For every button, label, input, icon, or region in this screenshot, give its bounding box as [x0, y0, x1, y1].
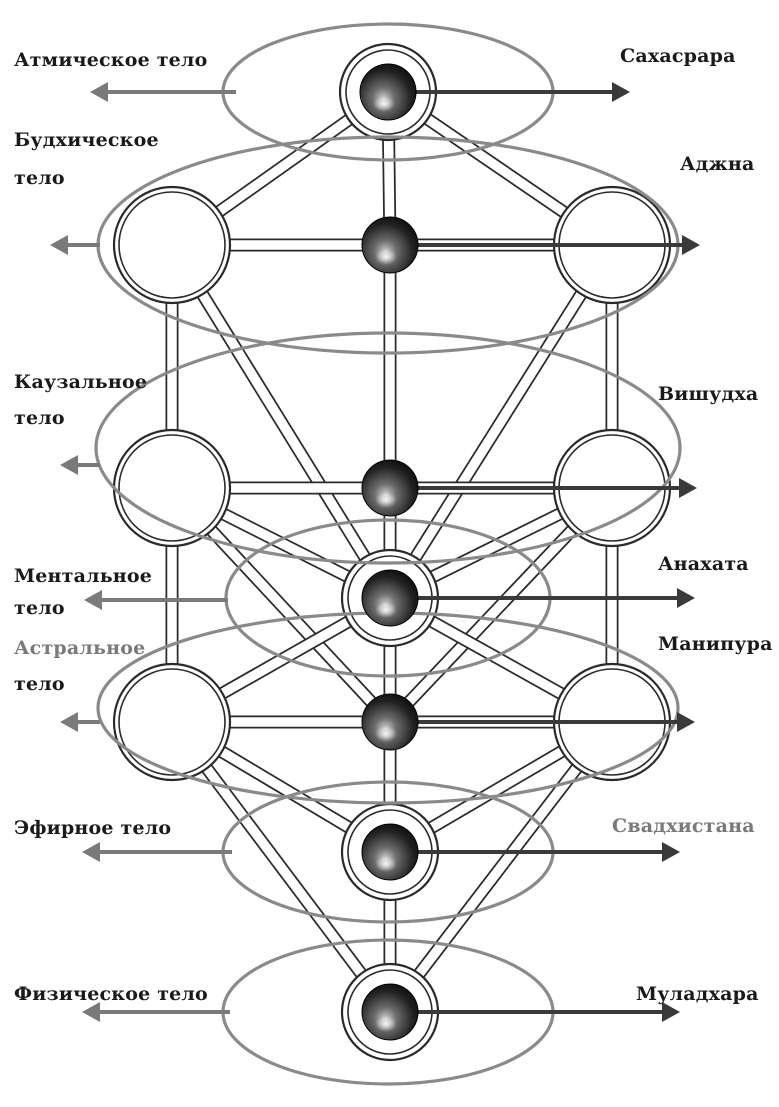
sphere-highlight-vishuddha — [375, 492, 397, 508]
chakra-label-vishuddha: Вишудха — [658, 383, 758, 405]
arrow-ajna-head — [682, 235, 700, 255]
sphere-anahata — [362, 570, 418, 626]
sphere-highlight-muladhara — [375, 1016, 397, 1032]
body-label-astral-1: Астральное — [14, 637, 145, 659]
sphere-svadhisthana — [362, 824, 418, 880]
arrow-buddhic-head — [50, 235, 68, 255]
arrow-atmic-head — [90, 82, 108, 102]
arrow-astral-head — [60, 712, 78, 732]
arrow-etheric-head — [82, 842, 100, 862]
arrow-causal-head — [60, 455, 78, 475]
chakra-label-sahasrara: Сахасрара — [620, 45, 736, 67]
sphere-ajna — [362, 217, 418, 273]
body-label-buddhic-2: тело — [14, 167, 65, 189]
sphere-highlight-ajna — [375, 249, 397, 265]
sphere-manipura — [362, 694, 418, 750]
arrow-svadhisthana-head — [662, 842, 680, 862]
chakra-label-anahata: Анахата — [658, 553, 749, 575]
body-label-astral-2: тело — [14, 673, 65, 695]
arrow-sahasrara-head — [612, 82, 630, 102]
body-label-causal-2: тело — [14, 407, 65, 429]
arrow-anahata-head — [677, 588, 695, 608]
body-label-buddhic-1: Будхическое — [14, 129, 159, 151]
sphere-highlight-anahata — [375, 602, 397, 618]
arrow-muladhara-head — [662, 1002, 680, 1022]
chakra-label-muladhara: Муладхара — [636, 983, 759, 1005]
chakra-label-svadhisthana: Свадхистана — [612, 815, 755, 837]
sephira-inner-ajL — [119, 192, 225, 298]
body-label-mental-1: Ментальное — [14, 565, 152, 587]
sephira-inner-maL — [119, 669, 225, 775]
sphere-highlight-sahasrara — [373, 96, 395, 112]
arrow-mental-head — [84, 590, 102, 610]
chakra-label-manipura: Манипура — [658, 633, 773, 655]
body-label-physical: Физическое тело — [14, 983, 208, 1005]
sphere-highlight-manipura — [375, 726, 397, 742]
sphere-sahasrara — [360, 64, 416, 120]
sphere-highlight-svadhisthana — [375, 856, 397, 872]
arrow-manipura-head — [677, 712, 695, 732]
arrow-vishuddha-head — [679, 478, 697, 498]
arrow-physical-head — [82, 1002, 100, 1022]
body-label-etheric: Эфирное тело — [14, 817, 171, 839]
body-label-mental-2: тело — [14, 597, 65, 619]
sphere-muladhara — [362, 984, 418, 1040]
body-label-causal-1: Каузальное — [14, 371, 147, 393]
sphere-vishuddha — [362, 460, 418, 516]
chakra-label-ajna: Аджна — [680, 153, 755, 175]
body-label-atmic: Атмическое тело — [14, 49, 207, 71]
